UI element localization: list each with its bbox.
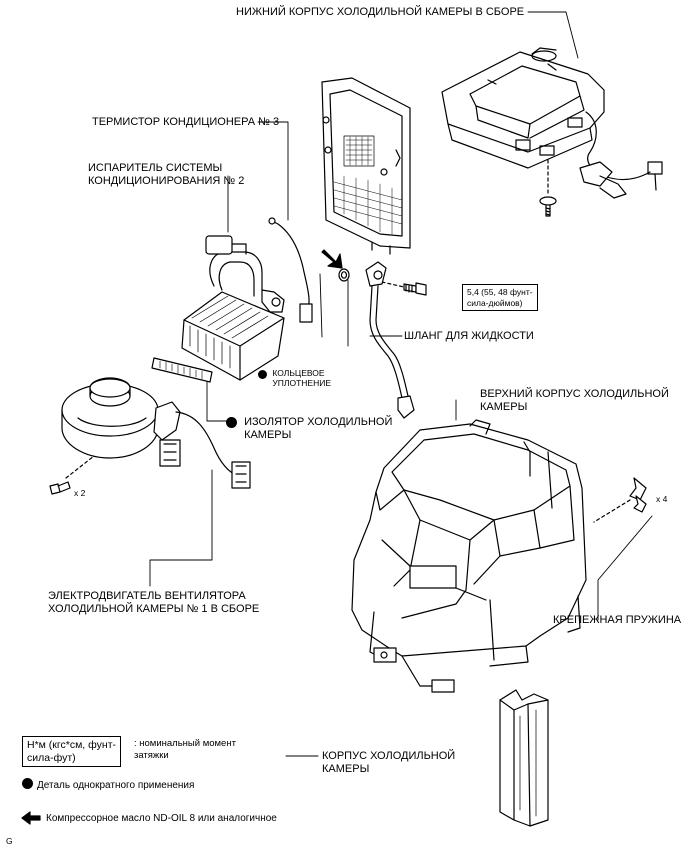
evaporator <box>181 235 285 381</box>
label-upper-case: ВЕРХНИЙ КОРПУС ХОЛОДИЛЬНОЙ КАМЕРЫ <box>480 388 669 414</box>
label-evaporator-line2: КОНДИЦИОНИРОВАНИЯ № 2 <box>88 175 245 187</box>
label-evaporator: ИСПАРИТЕЛЬ СИСТЕМЫ КОНДИЦИОНИРОВАНИЯ № 2 <box>88 162 244 188</box>
legend-units-desc: : номинальный момент затяжки <box>134 738 236 762</box>
leader-lines <box>149 11 653 757</box>
legend-units-line1: Н*м (кгс*см, фунт- <box>27 739 117 751</box>
torque-spec: 5,4 (55, 48 фунт- сила-дюймов) <box>462 284 538 311</box>
label-evaporator-line1: ИСПАРИТЕЛЬ СИСТЕМЫ <box>88 162 223 174</box>
label-o-ring-line1: КОЛЬЦЕВОЕ <box>272 368 325 378</box>
corner-mark: G <box>6 836 13 846</box>
label-insulator-line2: КАМЕРЫ <box>244 429 292 441</box>
bolt <box>381 281 427 296</box>
blower-motor <box>49 377 251 495</box>
torque-spec-line1: 5,4 (55, 48 фунт- <box>467 287 533 297</box>
oil-arrow-icon <box>321 249 343 269</box>
legend-non-reusable: Деталь однократного применения <box>22 778 194 792</box>
non-reusable-icon <box>22 778 33 789</box>
label-cooler-case: КОРПУС ХОЛОДИЛЬНОЙ КАМЕРЫ <box>322 750 455 776</box>
label-clip-qty: x 4 <box>656 494 668 504</box>
label-insulator: ИЗОЛЯТОР ХОЛОДИЛЬНОЙ КАМЕРЫ <box>226 416 392 442</box>
label-thermistor: ТЕРМИСТОР КОНДИЦИОНЕРА № 3 <box>92 116 280 128</box>
label-screw-qty: x 2 <box>74 488 86 498</box>
non-reusable-icon <box>226 417 237 428</box>
lower-case-assembly <box>441 47 663 217</box>
legend-oil-arrow-icon <box>21 811 41 825</box>
label-upper-case-line1: ВЕРХНИЙ КОРПУС ХОЛОДИЛЬНОЙ <box>480 388 669 400</box>
label-blower-line1: ЭЛЕКТРОДВИГАТЕЛЬ ВЕНТИЛЯТОРА <box>48 590 246 602</box>
legend-units-desc-line2: затяжки <box>134 750 169 761</box>
upper-case <box>351 419 587 693</box>
liquid-hose <box>365 261 415 419</box>
thermistor <box>268 217 313 323</box>
label-o-ring: КОЛЬЦЕВОЕ УПЛОТНЕНИЕ <box>258 368 331 388</box>
legend-compressor-oil: Компрессорное масло ND-OIL 8 или аналоги… <box>46 813 277 824</box>
label-blower-line2: ХОЛОДИЛЬНОЙ КАМЕРЫ № 1 В СБОРЕ <box>48 603 260 615</box>
legend-units-line2: сила-фут) <box>27 751 76 764</box>
label-o-ring-line2: УПЛОТНЕНИЕ <box>272 378 331 388</box>
cooler-insulator <box>151 357 213 383</box>
label-cooler-case-line2: КАМЕРЫ <box>322 763 370 775</box>
legend-non-reusable-text: Деталь однократного применения <box>37 780 195 791</box>
non-reusable-icon <box>258 370 267 379</box>
label-upper-case-line2: КАМЕРЫ <box>480 401 528 413</box>
vent-panel <box>321 77 411 255</box>
o-ring <box>338 268 350 282</box>
legend-units-box: Н*м (кгс*см, фунт- сила-фут) <box>22 736 122 767</box>
legend-units-desc-line1: : номинальный момент <box>134 738 236 749</box>
cooler-case-piece <box>499 689 549 827</box>
clips <box>593 477 647 523</box>
label-insulator-line1: ИЗОЛЯТОР ХОЛОДИЛЬНОЙ <box>244 416 393 428</box>
label-clip: КРЕПЕЖНАЯ ПРУЖИНА <box>553 614 682 626</box>
label-cooler-case-line1: КОРПУС ХОЛОДИЛЬНОЙ <box>322 750 456 762</box>
torque-spec-line2: сила-дюймов) <box>467 297 523 308</box>
label-liquid-hose: ШЛАНГ ДЛЯ ЖИДКОСТИ <box>404 330 534 342</box>
label-lower-case: НИЖНИЙ КОРПУС ХОЛОДИЛЬНОЙ КАМЕРЫ В СБОРЕ <box>236 6 525 18</box>
label-blower: ЭЛЕКТРОДВИГАТЕЛЬ ВЕНТИЛЯТОРА ХОЛОДИЛЬНОЙ… <box>48 590 259 616</box>
